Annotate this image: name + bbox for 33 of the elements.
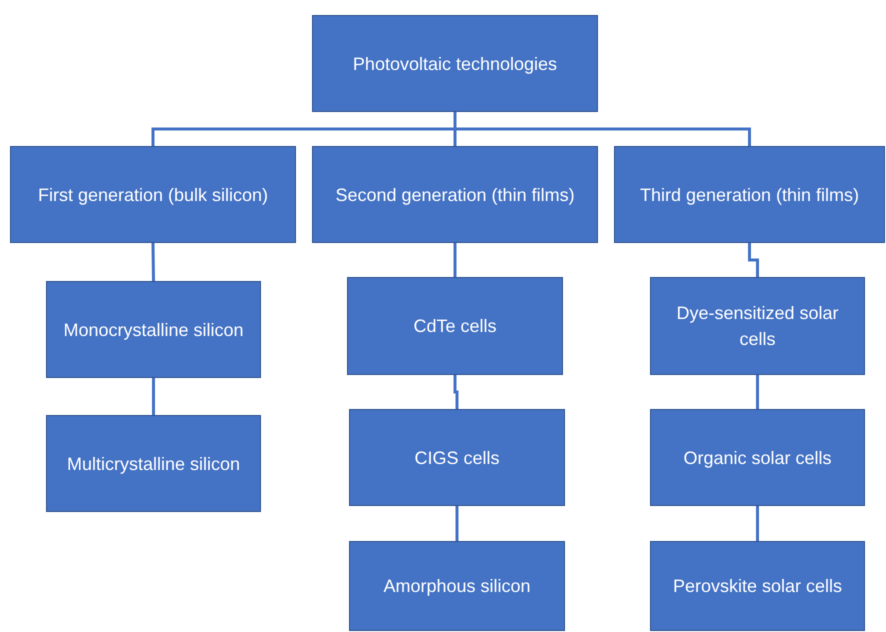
connector-line bbox=[756, 506, 759, 541]
connector-line bbox=[152, 378, 155, 415]
box-label: Amorphous silicon bbox=[383, 575, 531, 598]
connector-line bbox=[748, 243, 759, 277]
connector-line bbox=[454, 112, 751, 146]
box-label: Monocrystalline silicon bbox=[63, 318, 244, 342]
process-box bbox=[46, 281, 261, 378]
box-label: Dye-sensitized solar cells bbox=[675, 302, 840, 351]
box-label: Organic solar cells bbox=[683, 446, 832, 470]
process-box bbox=[349, 409, 565, 506]
process-box bbox=[650, 541, 865, 631]
box-label: Perovskite solar cells bbox=[672, 575, 842, 598]
box-label: Multicrystalline silicon bbox=[66, 452, 240, 476]
box-label: CIGS cells bbox=[414, 446, 500, 470]
process-box bbox=[312, 146, 598, 243]
process-box bbox=[650, 409, 865, 506]
process-box bbox=[349, 541, 565, 631]
process-box bbox=[10, 146, 296, 243]
process-box bbox=[650, 277, 865, 375]
connector-line bbox=[454, 375, 458, 409]
connector-line bbox=[456, 506, 458, 541]
connector-line bbox=[152, 242, 155, 282]
box-label: Second generation (thin films) bbox=[335, 184, 575, 207]
process-box bbox=[312, 15, 598, 112]
box-label: Third generation (thin films) bbox=[640, 184, 860, 207]
box-label: Photovoltaic technologies bbox=[352, 52, 558, 76]
connector-line bbox=[756, 375, 759, 409]
process-box bbox=[614, 146, 885, 243]
process-box bbox=[46, 415, 261, 512]
box-label: CdTe cells bbox=[413, 315, 497, 338]
box-label: First generation (bulk silicon) bbox=[38, 184, 268, 207]
connector-line bbox=[454, 243, 456, 277]
process-box bbox=[347, 277, 563, 375]
